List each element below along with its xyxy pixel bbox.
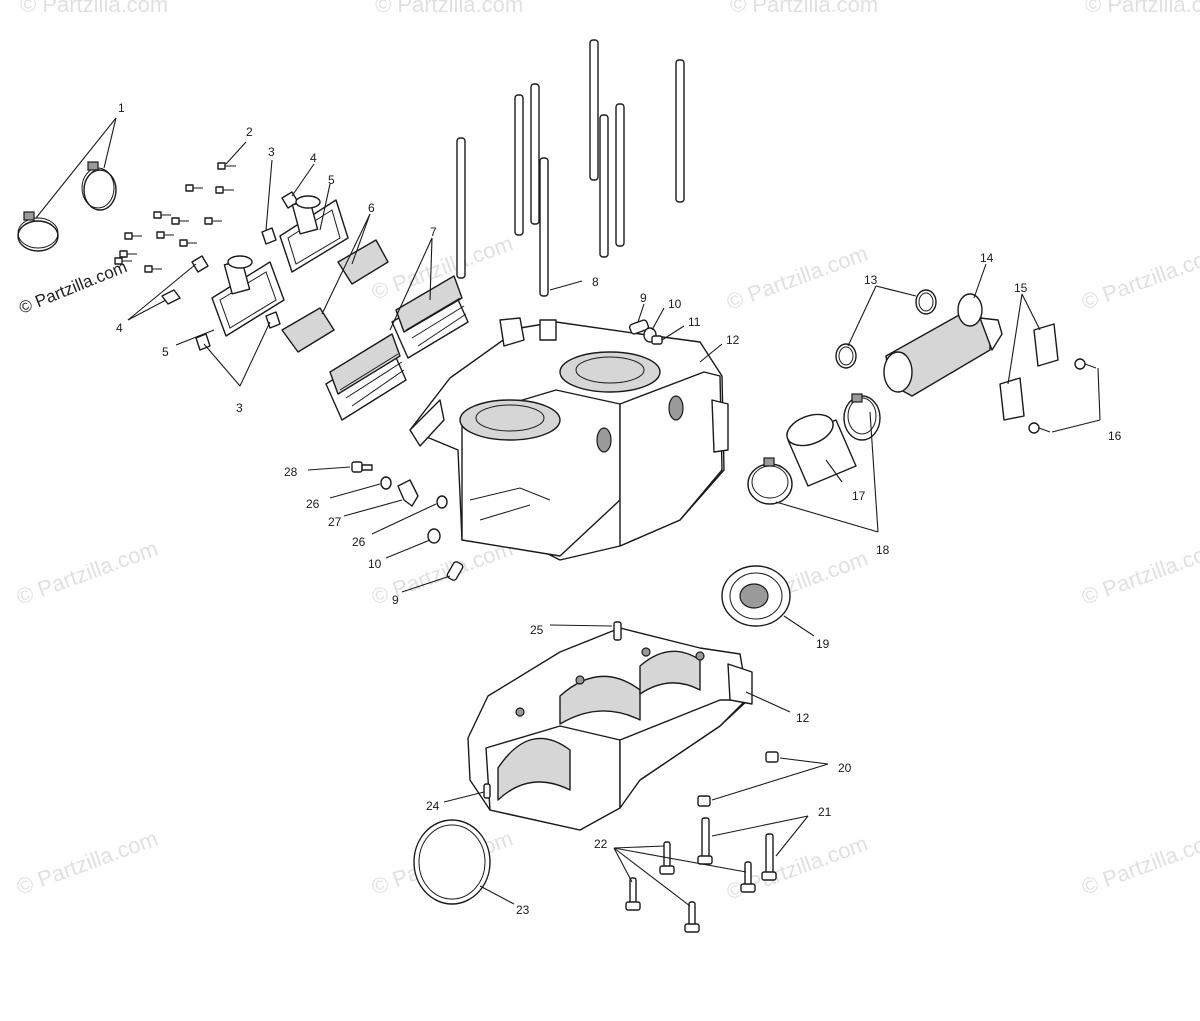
callout-4: 4 [116, 321, 123, 335]
callout-5: 5 [162, 345, 169, 359]
callout-5: 5 [328, 173, 335, 187]
dowel-pin-part-9[interactable] [446, 319, 650, 581]
copyright-label: © Partzilla.com [16, 257, 129, 318]
crankcase-upper-part-12[interactable] [409, 317, 729, 561]
callout-27: 27 [328, 515, 342, 529]
snap-ring-part-23[interactable] [413, 819, 491, 905]
bolt-part-21[interactable] [697, 817, 777, 881]
callout-13: 13 [864, 273, 878, 287]
callout-25: 25 [530, 623, 544, 637]
hose-part-17[interactable] [783, 409, 857, 487]
callout-20: 20 [838, 761, 852, 775]
callout-7: 7 [430, 225, 437, 239]
bolt-part-22[interactable] [625, 841, 756, 933]
callout-26: 26 [306, 497, 320, 511]
watermark: © Partzilla.com [1078, 826, 1200, 900]
callout-26: 26 [352, 535, 366, 549]
bracket-part-15[interactable] [999, 323, 1059, 421]
callout-labels: 1 2 3 3 4 4 5 5 6 7 8 9 9 10 10 11 12 12… [116, 101, 1122, 917]
fitting-part-27[interactable] [397, 479, 419, 507]
watermark: © Partzilla.com [1078, 536, 1200, 610]
crankcase-lower-part-12[interactable] [467, 627, 753, 831]
callout-4: 4 [310, 151, 317, 165]
callout-9: 9 [392, 593, 399, 607]
screw-set-part-2[interactable] [114, 162, 236, 273]
callout-22: 22 [594, 837, 608, 851]
callout-18: 18 [876, 543, 890, 557]
pin-part-11[interactable] [651, 335, 663, 345]
leader-lines [35, 117, 1101, 907]
callout-14: 14 [980, 251, 994, 265]
watermark: © Partzilla.com [375, 0, 523, 17]
watermark: © Partzilla.com [723, 241, 871, 315]
bolt-part-28[interactable] [351, 461, 373, 473]
elbow-fitting-part-14[interactable] [883, 293, 1003, 397]
gasket-part-6[interactable] [281, 239, 389, 353]
watermark: © Partzilla.com [20, 0, 168, 17]
callout-2: 2 [246, 125, 253, 139]
callout-10: 10 [668, 297, 682, 311]
plug-part-20[interactable] [697, 751, 779, 807]
pin-part-24[interactable] [483, 783, 491, 799]
callout-9: 9 [640, 291, 647, 305]
stud-part-25[interactable] [613, 621, 622, 641]
reed-cage-part-7[interactable] [325, 275, 469, 421]
callout-6: 6 [368, 201, 375, 215]
callout-12: 12 [726, 333, 740, 347]
callout-17: 17 [852, 489, 866, 503]
callout-19: 19 [816, 637, 830, 651]
watermark: © Partzilla.com [13, 826, 161, 900]
reed-housing-part-5[interactable] [211, 195, 349, 337]
seal-part-19[interactable] [721, 565, 791, 627]
plug-part-10[interactable] [427, 327, 657, 544]
watermark: © Partzilla.com [1085, 0, 1200, 17]
watermark: © Partzilla.com [13, 536, 161, 610]
callout-1: 1 [118, 101, 125, 115]
watermark: © Partzilla.com [368, 536, 516, 610]
callout-11: 11 [688, 315, 701, 329]
callout-12: 12 [796, 711, 810, 725]
callout-16: 16 [1108, 429, 1122, 443]
callout-3: 3 [236, 401, 243, 415]
callout-21: 21 [818, 805, 832, 819]
callout-15: 15 [1014, 281, 1028, 295]
stud-set-part-8[interactable] [456, 39, 685, 297]
hose-clamp-part-1[interactable] [17, 161, 117, 252]
callout-23: 23 [516, 903, 530, 917]
washer-part-26[interactable] [380, 476, 448, 509]
callout-3: 3 [268, 145, 275, 159]
screw-part-16[interactable] [1028, 358, 1097, 434]
watermark: © Partzilla.com [730, 0, 878, 17]
callout-28: 28 [284, 465, 298, 479]
o-ring-part-13[interactable] [835, 289, 937, 369]
callout-24: 24 [426, 799, 440, 813]
callout-8: 8 [592, 275, 599, 289]
clip-part-4[interactable] [161, 191, 299, 305]
watermark: © Partzilla.com [1078, 241, 1200, 315]
callout-10: 10 [368, 557, 382, 571]
